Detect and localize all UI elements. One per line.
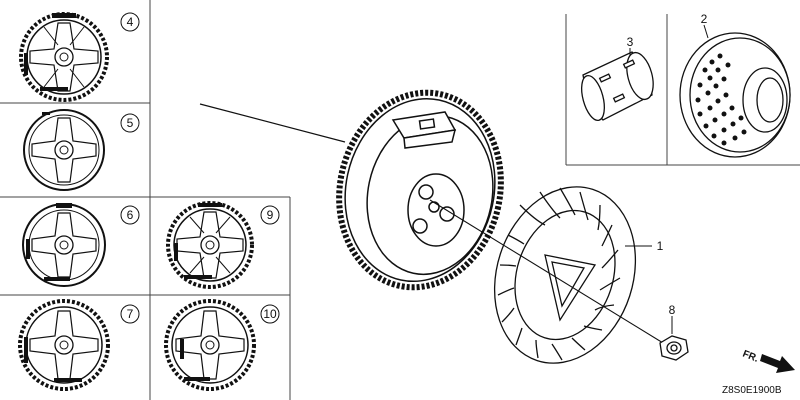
callout-9: 9: [260, 205, 280, 225]
part-2-cover: [679, 32, 791, 158]
main-flywheel: [199, 89, 504, 291]
svg-text:6: 6: [127, 208, 134, 222]
assembly-axis-line: [429, 199, 669, 347]
variant-9-flywheel: [166, 201, 254, 289]
svg-text:7: 7: [127, 307, 134, 321]
callout-1: 1: [625, 239, 664, 253]
callout-10: 10: [260, 304, 280, 324]
part-1-fan: [493, 186, 637, 364]
svg-text:FR.: FR.: [741, 349, 760, 365]
svg-text:9: 9: [267, 208, 274, 222]
callout-2: 2: [701, 12, 709, 39]
callout-4: 4: [120, 12, 140, 32]
variant-6-flywheel: [22, 203, 106, 287]
part-3-sleeve: [581, 51, 654, 122]
variant-4-flywheel: [19, 12, 109, 102]
callout-5: 5: [120, 113, 140, 133]
variant-10-flywheel: [164, 299, 256, 391]
svg-text:1: 1: [657, 239, 664, 253]
callout-7: 7: [120, 304, 140, 324]
variant-7-flywheel: [18, 299, 110, 391]
front-direction-marker: FR.: [741, 349, 795, 373]
svg-text:10: 10: [263, 307, 277, 321]
front-arrow-icon: [760, 354, 795, 373]
variant-grid: [0, 0, 291, 400]
svg-text:8: 8: [669, 303, 676, 317]
svg-text:4: 4: [127, 15, 134, 29]
svg-text:3: 3: [627, 35, 634, 49]
callout-6: 6: [120, 205, 140, 225]
svg-text:5: 5: [127, 116, 134, 130]
callout-3: 3: [627, 35, 634, 56]
svg-text:2: 2: [701, 12, 708, 26]
inset-box: [565, 14, 800, 166]
variant-5-flywheel: [23, 109, 105, 191]
callout-8: 8: [669, 303, 676, 334]
part-8-nut: [659, 335, 689, 361]
drawing-code: Z8S0E1900B: [722, 385, 782, 396]
